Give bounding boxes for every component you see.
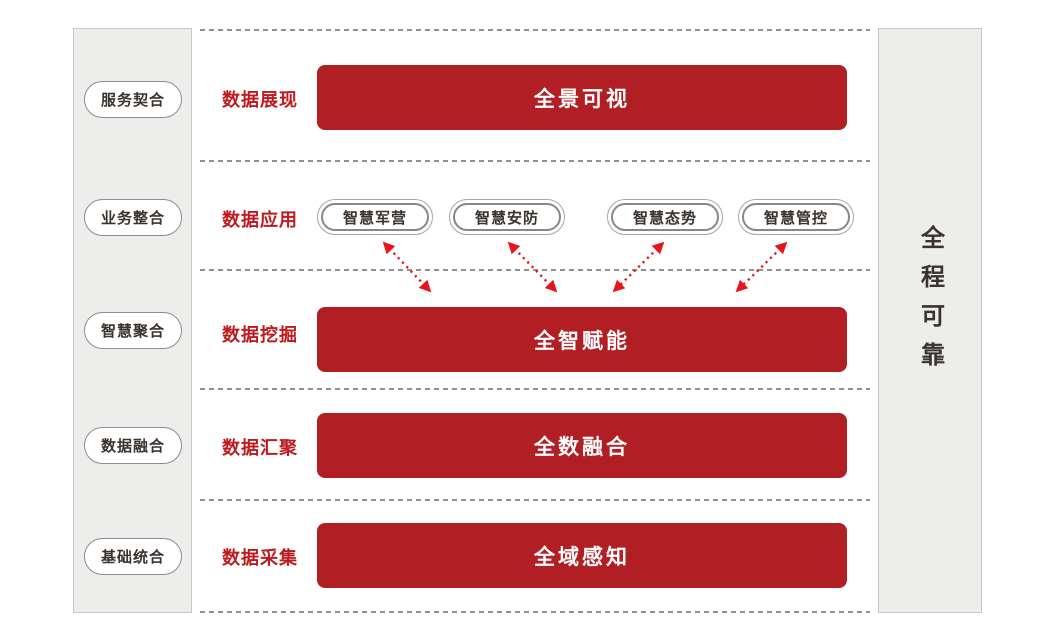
layer-bar-full-data-fusion: 全数融合 bbox=[317, 413, 847, 478]
row-separator bbox=[200, 611, 870, 613]
layer-category-data-gathering: 数据汇聚 bbox=[222, 438, 298, 458]
layer-category-data-display: 数据展现 bbox=[222, 90, 298, 110]
app-pill-smart-control: 智慧管控 bbox=[738, 199, 854, 235]
app-pill-smart-situation: 智慧态势 bbox=[607, 199, 723, 235]
right-sidebar: 全程可靠 bbox=[878, 28, 982, 613]
layer-bar-label: 全数融合 bbox=[534, 435, 630, 459]
layer-bar-panoramic-visual: 全景可视 bbox=[317, 65, 847, 130]
app-pill-smart-barracks: 智慧军营 bbox=[317, 199, 433, 235]
layer-category-data-apps: 数据应用 bbox=[222, 210, 298, 230]
sidebar-pill-business-integration: 业务整合 bbox=[84, 199, 182, 236]
bidirectional-arrow-smart-situation bbox=[612, 241, 665, 293]
layer-category-data-mining: 数据挖掘 bbox=[222, 325, 298, 345]
right-sidebar-vertical-title: 全程可靠 bbox=[916, 224, 944, 381]
row-separator bbox=[200, 388, 870, 390]
row-separator bbox=[200, 160, 870, 162]
sidebar-pill-label: 智慧聚合 bbox=[100, 323, 165, 340]
row-separator bbox=[200, 269, 870, 271]
sidebar-pill-basic-unification: 基础统合 bbox=[84, 538, 182, 575]
row-separator bbox=[200, 29, 870, 31]
app-pill-label: 智慧军营 bbox=[321, 203, 429, 231]
layer-category-data-collection: 数据采集 bbox=[222, 548, 298, 568]
sidebar-pill-label: 数据融合 bbox=[100, 438, 165, 455]
sidebar-pill-data-fusion: 数据融合 bbox=[84, 427, 182, 464]
left-sidebar: 服务契合 业务整合 智慧聚合 数据融合 基础统合 bbox=[73, 28, 192, 613]
layer-bar-label: 全景可视 bbox=[534, 87, 630, 111]
layer-bar-label: 全域感知 bbox=[534, 545, 630, 569]
layer-bar-full-domain-sensing: 全域感知 bbox=[317, 523, 847, 588]
sidebar-pill-label: 服务契合 bbox=[100, 92, 165, 109]
sidebar-pill-smart-aggregation: 智慧聚合 bbox=[84, 312, 182, 349]
app-pill-label: 智慧安防 bbox=[453, 203, 561, 231]
bidirectional-arrow-smart-barracks bbox=[382, 241, 432, 293]
bidirectional-arrow-smart-control bbox=[735, 241, 788, 293]
app-pill-smart-security: 智慧安防 bbox=[449, 199, 565, 235]
row-separator bbox=[200, 499, 870, 501]
sidebar-pill-service-fit: 服务契合 bbox=[84, 81, 182, 118]
app-pill-label: 智慧态势 bbox=[611, 203, 719, 231]
sidebar-pill-label: 业务整合 bbox=[100, 210, 165, 227]
layer-bar-full-intelligence: 全智赋能 bbox=[317, 307, 847, 372]
app-pill-label: 智慧管控 bbox=[742, 203, 850, 231]
layer-bar-label: 全智赋能 bbox=[534, 329, 630, 353]
sidebar-pill-label: 基础统合 bbox=[100, 549, 165, 566]
bidirectional-arrow-smart-security bbox=[507, 241, 558, 293]
